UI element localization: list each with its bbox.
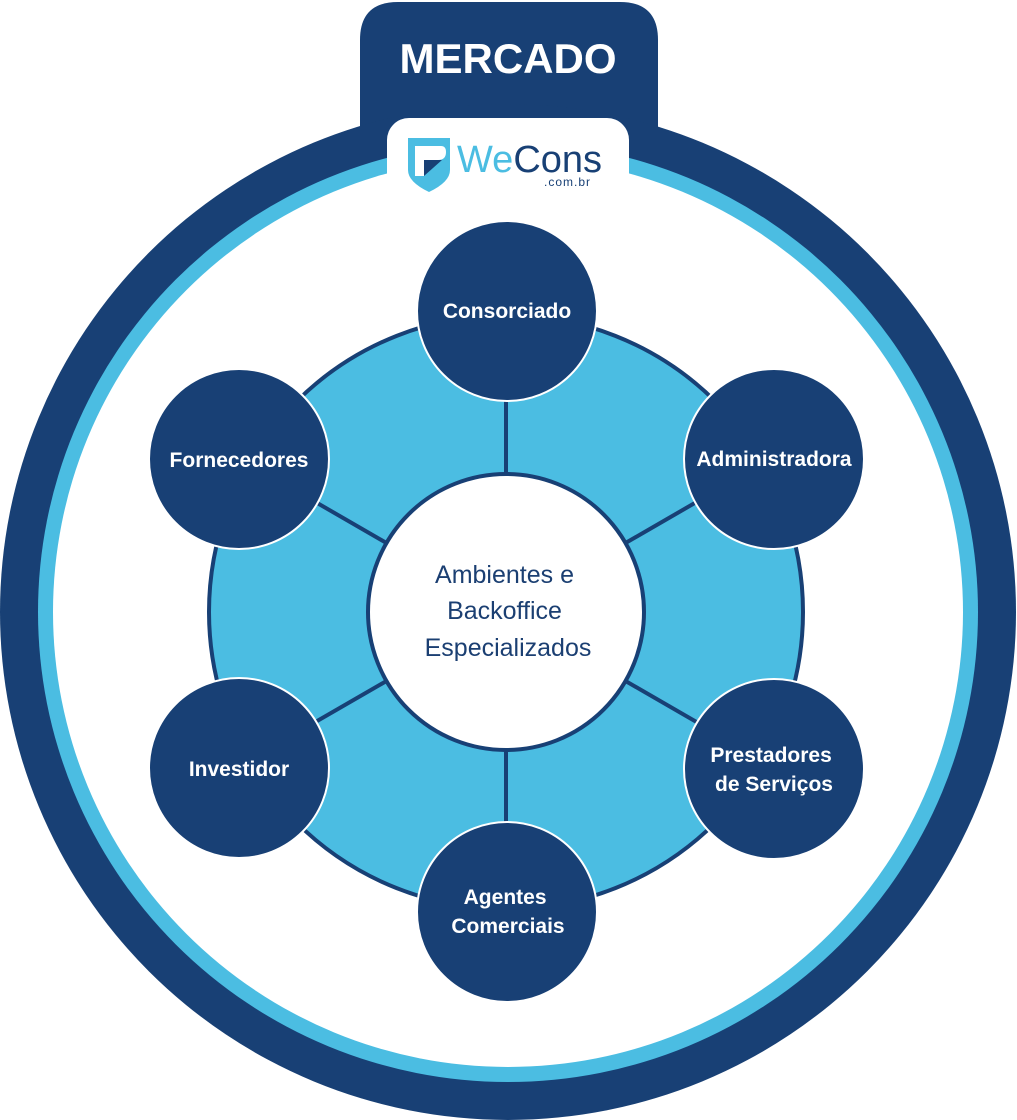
node-prestadores-label-2: de Serviços	[715, 773, 833, 796]
svg-text:Prestadores de Serviços: Prestadores de Serviços	[710, 744, 837, 796]
node-prestadores-label-1: Prestadores	[710, 744, 831, 767]
center-line-1: Ambientes e	[435, 561, 574, 589]
center-line-3: Especializados	[425, 634, 592, 662]
wecons-logo: WeCons .com.br	[408, 138, 602, 192]
node-consorciado: Consorciado	[416, 220, 598, 402]
node-investidor-label: Investidor	[189, 758, 289, 781]
wecons-shield-logo-icon	[408, 138, 450, 192]
node-administradora-label: Administradora	[696, 448, 852, 471]
svg-text:Administradora: Administradora	[696, 448, 852, 471]
node-administradora: Administradora	[683, 368, 865, 550]
center-label: Ambientes e Backoffice Especializados	[425, 561, 592, 662]
node-consorciado-label: Consorciado	[443, 300, 571, 323]
node-fornecedores: Fornecedores	[148, 368, 330, 550]
logo-cons-text: Cons	[513, 139, 602, 181]
logo-we-text: We	[457, 139, 513, 181]
node-agentes-label-1: Agentes	[464, 886, 547, 909]
svg-text:Investidor: Investidor	[189, 758, 289, 781]
center-circle	[366, 472, 646, 752]
svg-text:WeCons: WeCons	[457, 139, 602, 181]
node-investidor: Investidor	[148, 677, 330, 859]
node-agentes-label-2: Comerciais	[451, 915, 564, 938]
center-line-2: Backoffice	[447, 597, 562, 625]
svg-text:Agentes Comerciais: Agentes Comerciais	[451, 886, 564, 938]
node-prestadores-servicos: Prestadores de Serviços	[683, 678, 865, 860]
title-text: MERCADO	[400, 35, 617, 82]
node-agentes-comerciais: Agentes Comerciais	[416, 821, 598, 1003]
svg-text:Consorciado: Consorciado	[443, 300, 571, 323]
logo-domain-text: .com.br	[544, 175, 591, 189]
node-fornecedores-label: Fornecedores	[170, 449, 309, 472]
title-tab	[360, 2, 658, 130]
svg-text:Fornecedores: Fornecedores	[170, 449, 309, 472]
